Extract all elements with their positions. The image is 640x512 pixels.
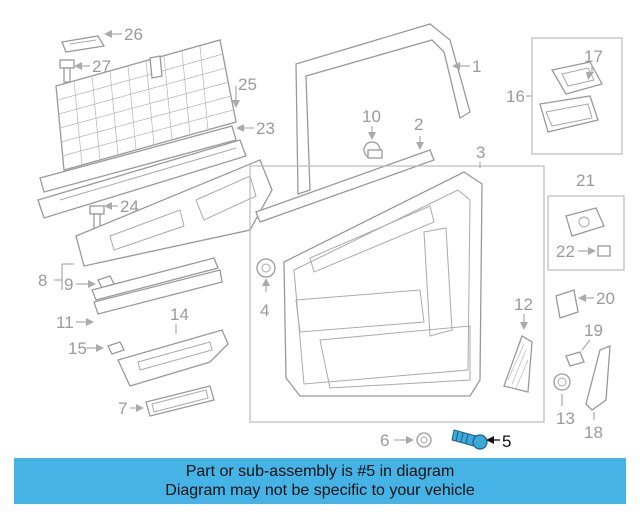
banner-line-2: Diagram may not be specific to your vehi… — [165, 482, 475, 499]
part-10-bolt — [363, 141, 383, 159]
part-5-screw — [451, 429, 488, 450]
callout-7-label: 7 — [118, 399, 127, 418]
callout-12-label: 12 — [514, 295, 533, 314]
callout-8-label: 8 — [38, 271, 47, 290]
parts-diagram: 26 2 7 25 — [37, 23, 625, 451]
callout-3: 3 — [476, 143, 485, 168]
part-4-clip — [256, 258, 276, 278]
callout-23-label: 23 — [256, 119, 275, 138]
callout-4: 4 — [260, 278, 270, 320]
callout-7: 7 — [118, 399, 144, 418]
callout-16: 16 — [506, 87, 532, 106]
part-25-sunshade — [39, 39, 237, 193]
callout-17: 17 — [584, 47, 603, 80]
info-banner: Part or sub-assembly is #5 in diagram Di… — [14, 458, 626, 504]
callout-2-label: 2 — [414, 115, 423, 134]
callout-3-label: 3 — [476, 143, 485, 162]
callout-20: 20 — [578, 289, 615, 308]
group-16-box — [531, 37, 623, 155]
part-23-rail — [37, 139, 247, 219]
callout-13: 13 — [556, 394, 575, 428]
callout-14-label: 14 — [170, 305, 189, 324]
callout-23: 23 — [236, 119, 275, 138]
part-11-trim-strip — [91, 257, 223, 315]
callout-22: 22 — [556, 242, 596, 261]
part-20-switch — [555, 289, 579, 319]
part-19-clip — [565, 351, 585, 367]
callout-5: 5 — [486, 432, 511, 451]
callout-14: 14 — [170, 305, 189, 334]
part-27-bolt — [59, 59, 75, 83]
part-13-tweeter-cover — [553, 373, 571, 391]
part-3-door-trim-assembly — [249, 165, 545, 423]
callout-12: 12 — [514, 295, 533, 330]
callout-26-label: 26 — [124, 25, 143, 44]
callout-21: 21 — [576, 171, 595, 190]
callout-6: 6 — [380, 431, 414, 450]
callout-5-label: 5 — [502, 432, 511, 451]
callout-24: 24 — [104, 197, 139, 216]
callout-19-label: 19 — [584, 321, 603, 340]
callout-25: 25 — [232, 75, 257, 108]
callout-13-label: 13 — [556, 409, 575, 428]
part-18-trim-strip — [585, 345, 611, 411]
callout-20-label: 20 — [596, 289, 615, 308]
part-7-pull-cup — [145, 385, 215, 417]
part-26-clip — [61, 35, 106, 53]
callout-2: 2 — [414, 115, 424, 150]
callout-11: 11 — [56, 313, 94, 332]
banner-line-1: Part or sub-assembly is #5 in diagram — [185, 463, 455, 480]
callout-18-label: 18 — [584, 423, 603, 442]
callout-9-label: 9 — [64, 275, 73, 294]
part-1-window-channel — [295, 23, 471, 195]
callout-16-label: 16 — [506, 87, 525, 106]
callout-17-label: 17 — [584, 47, 603, 66]
callout-1-label: 1 — [472, 57, 481, 76]
group-21-box — [547, 195, 625, 271]
part-12-speaker-grille — [503, 335, 533, 393]
callout-18: 18 — [584, 412, 603, 442]
callout-24-label: 24 — [120, 197, 139, 216]
callout-15: 15 — [68, 339, 104, 358]
callout-8: 8 — [38, 263, 74, 290]
callout-22-label: 22 — [556, 242, 575, 261]
callout-9: 9 — [64, 275, 96, 294]
callout-10: 10 — [362, 107, 381, 140]
callout-10-label: 10 — [362, 107, 381, 126]
callout-26: 26 — [104, 25, 143, 44]
callout-25-label: 25 — [238, 75, 257, 94]
part-15-clip — [107, 341, 125, 355]
callout-21-label: 21 — [576, 171, 595, 190]
callout-15-label: 15 — [68, 339, 87, 358]
callout-4-label: 4 — [260, 301, 269, 320]
part-6-retainer — [416, 432, 432, 448]
callout-19: 19 — [581, 321, 603, 351]
callout-6-label: 6 — [380, 431, 389, 450]
callout-1: 1 — [452, 57, 481, 76]
callout-11-label: 11 — [56, 313, 74, 332]
part-14-switch-bezel — [117, 329, 229, 387]
part-2-belt-strip — [255, 149, 435, 223]
